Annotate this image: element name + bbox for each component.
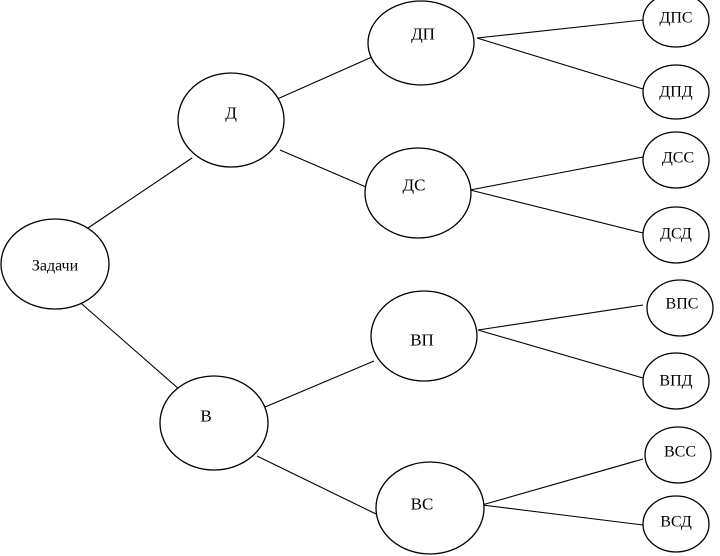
edge-dp-dps [476, 19, 644, 39]
edge-root-v [74, 297, 181, 391]
node-d-label: Д [225, 104, 237, 123]
edge-v-vs [256, 455, 377, 515]
node-ds: ДС [364, 147, 472, 239]
edge-v-vp [264, 360, 375, 408]
node-vsd-label: ВСД [660, 514, 692, 531]
node-vss-label: ВСС [664, 444, 696, 461]
edge-ds-dsd [469, 189, 644, 234]
edge-vp-vpd [477, 329, 644, 379]
node-root: Задачи [0, 218, 110, 310]
node-dsd-label: ДСД [660, 226, 692, 243]
node-dpd: ДПД [642, 64, 710, 120]
edges [74, 19, 644, 526]
node-dp-label: ДП [411, 25, 435, 44]
node-vs-label: ВС [411, 495, 434, 514]
node-v: В [159, 375, 269, 471]
node-ds-label: ДС [403, 176, 426, 195]
node-vsd: ВСД [642, 495, 710, 553]
node-dp: ДП [367, 0, 475, 86]
node-dps: ДПС [642, 0, 710, 48]
node-vpd: ВПД [642, 352, 710, 410]
node-dss: ДСС [642, 131, 710, 189]
node-vs: ВС [375, 461, 485, 555]
edge-root-d [84, 157, 193, 231]
node-dps-label: ДПС [659, 10, 692, 27]
edge-d-dp [274, 56, 373, 101]
node-v-label: В [200, 407, 211, 426]
node-vp-label: ВП [410, 331, 434, 350]
edge-vp-vps [477, 304, 644, 331]
node-dsd: ДСД [642, 206, 710, 264]
node-vp: ВП [370, 290, 478, 382]
node-d: Д [177, 72, 285, 168]
node-vps: ВПС [646, 279, 714, 337]
node-vps-label: ВПС [666, 296, 699, 313]
edge-vs-vsd [481, 504, 644, 526]
edge-d-ds [279, 149, 367, 188]
node-dpd-label: ДПД [659, 84, 692, 101]
edge-vs-vss [481, 458, 644, 506]
node-vss: ВСС [644, 426, 712, 484]
node-vpd-label: ВПД [659, 373, 692, 390]
node-root-label: Задачи [32, 258, 79, 275]
edge-dp-dpd [476, 37, 644, 90]
node-dss-label: ДСС [662, 150, 694, 167]
edge-ds-dss [469, 156, 644, 191]
